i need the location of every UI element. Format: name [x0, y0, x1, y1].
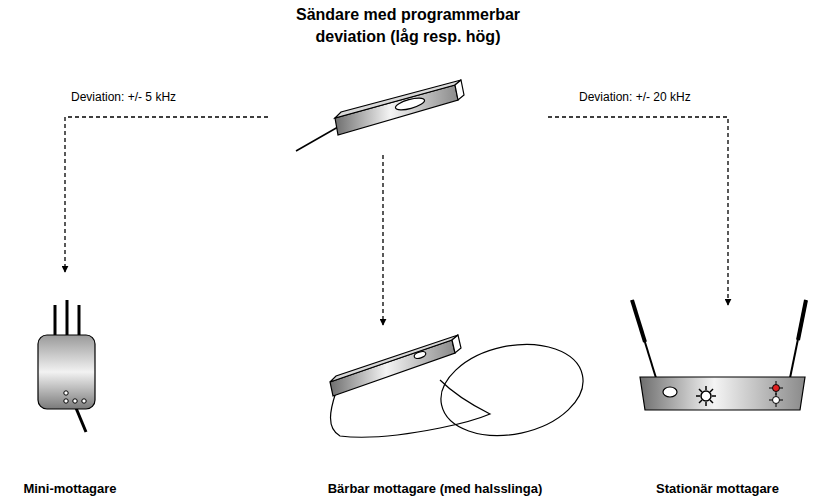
dashed-arrow — [65, 117, 268, 272]
portable-receiver-picture — [330, 332, 592, 448]
receiver-node: Bärbar mottagare (med halsslinga) — [300, 325, 570, 500]
dashed-arrow — [382, 155, 383, 325]
node-label: Bärbar mottagare (med halsslinga) — [300, 481, 570, 496]
stationary-receiver-picture — [632, 300, 806, 410]
node-label: Stationär mottagare — [625, 481, 810, 496]
receiver-node: Mini-mottagare — [0, 272, 140, 500]
node-label: Mini-mottagare — [0, 481, 140, 496]
mini-receiver-picture — [38, 300, 95, 432]
transmitter-node: Sändare med programmerbar deviation (låg… — [268, 0, 548, 155]
transmitter-picture — [296, 80, 464, 151]
edge-label: Deviation: +/- 20 kHz — [576, 90, 694, 104]
dashed-arrow — [548, 117, 728, 305]
edge-label: Deviation: +/- 5 kHz — [68, 90, 179, 104]
receiver-node: Stationär mottagare — [625, 305, 810, 500]
heading-text: Sändare med programmerbar deviation (låg… — [268, 4, 548, 48]
